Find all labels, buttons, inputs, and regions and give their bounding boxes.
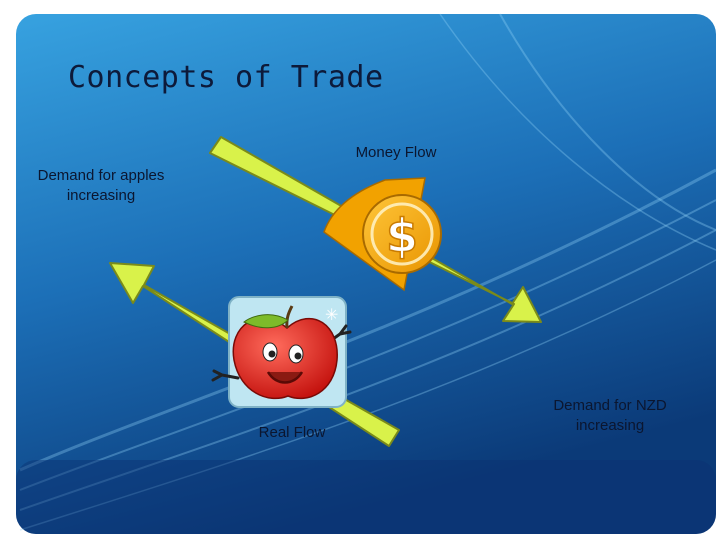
background-dark-band bbox=[16, 460, 716, 534]
demand-apples-label: Demand for apples increasing bbox=[16, 166, 186, 206]
svg-text:$: $ bbox=[386, 209, 418, 263]
money-flow-label-text: Money Flow bbox=[355, 144, 437, 161]
dollar-coin-icon: $ bbox=[323, 177, 442, 292]
demand-nzd-label: Demand for NZD increasing bbox=[532, 396, 688, 436]
svg-text:✳: ✳ bbox=[325, 305, 338, 324]
demand-apples-line1: Demand for apples bbox=[37, 167, 165, 184]
demand-apples-line2: increasing bbox=[66, 187, 136, 204]
real-flow-label: Real Flow bbox=[244, 423, 340, 443]
money-flow-label: Money Flow bbox=[340, 143, 452, 163]
demand-nzd-line2: increasing bbox=[575, 417, 645, 434]
real-flow-label-text: Real Flow bbox=[258, 424, 326, 441]
demand-nzd-line1: Demand for NZD bbox=[553, 397, 667, 414]
background-panel bbox=[16, 14, 716, 534]
apple-character-icon: ✳ ✳ bbox=[211, 296, 352, 408]
slide-title: Concepts of Trade bbox=[68, 60, 384, 95]
